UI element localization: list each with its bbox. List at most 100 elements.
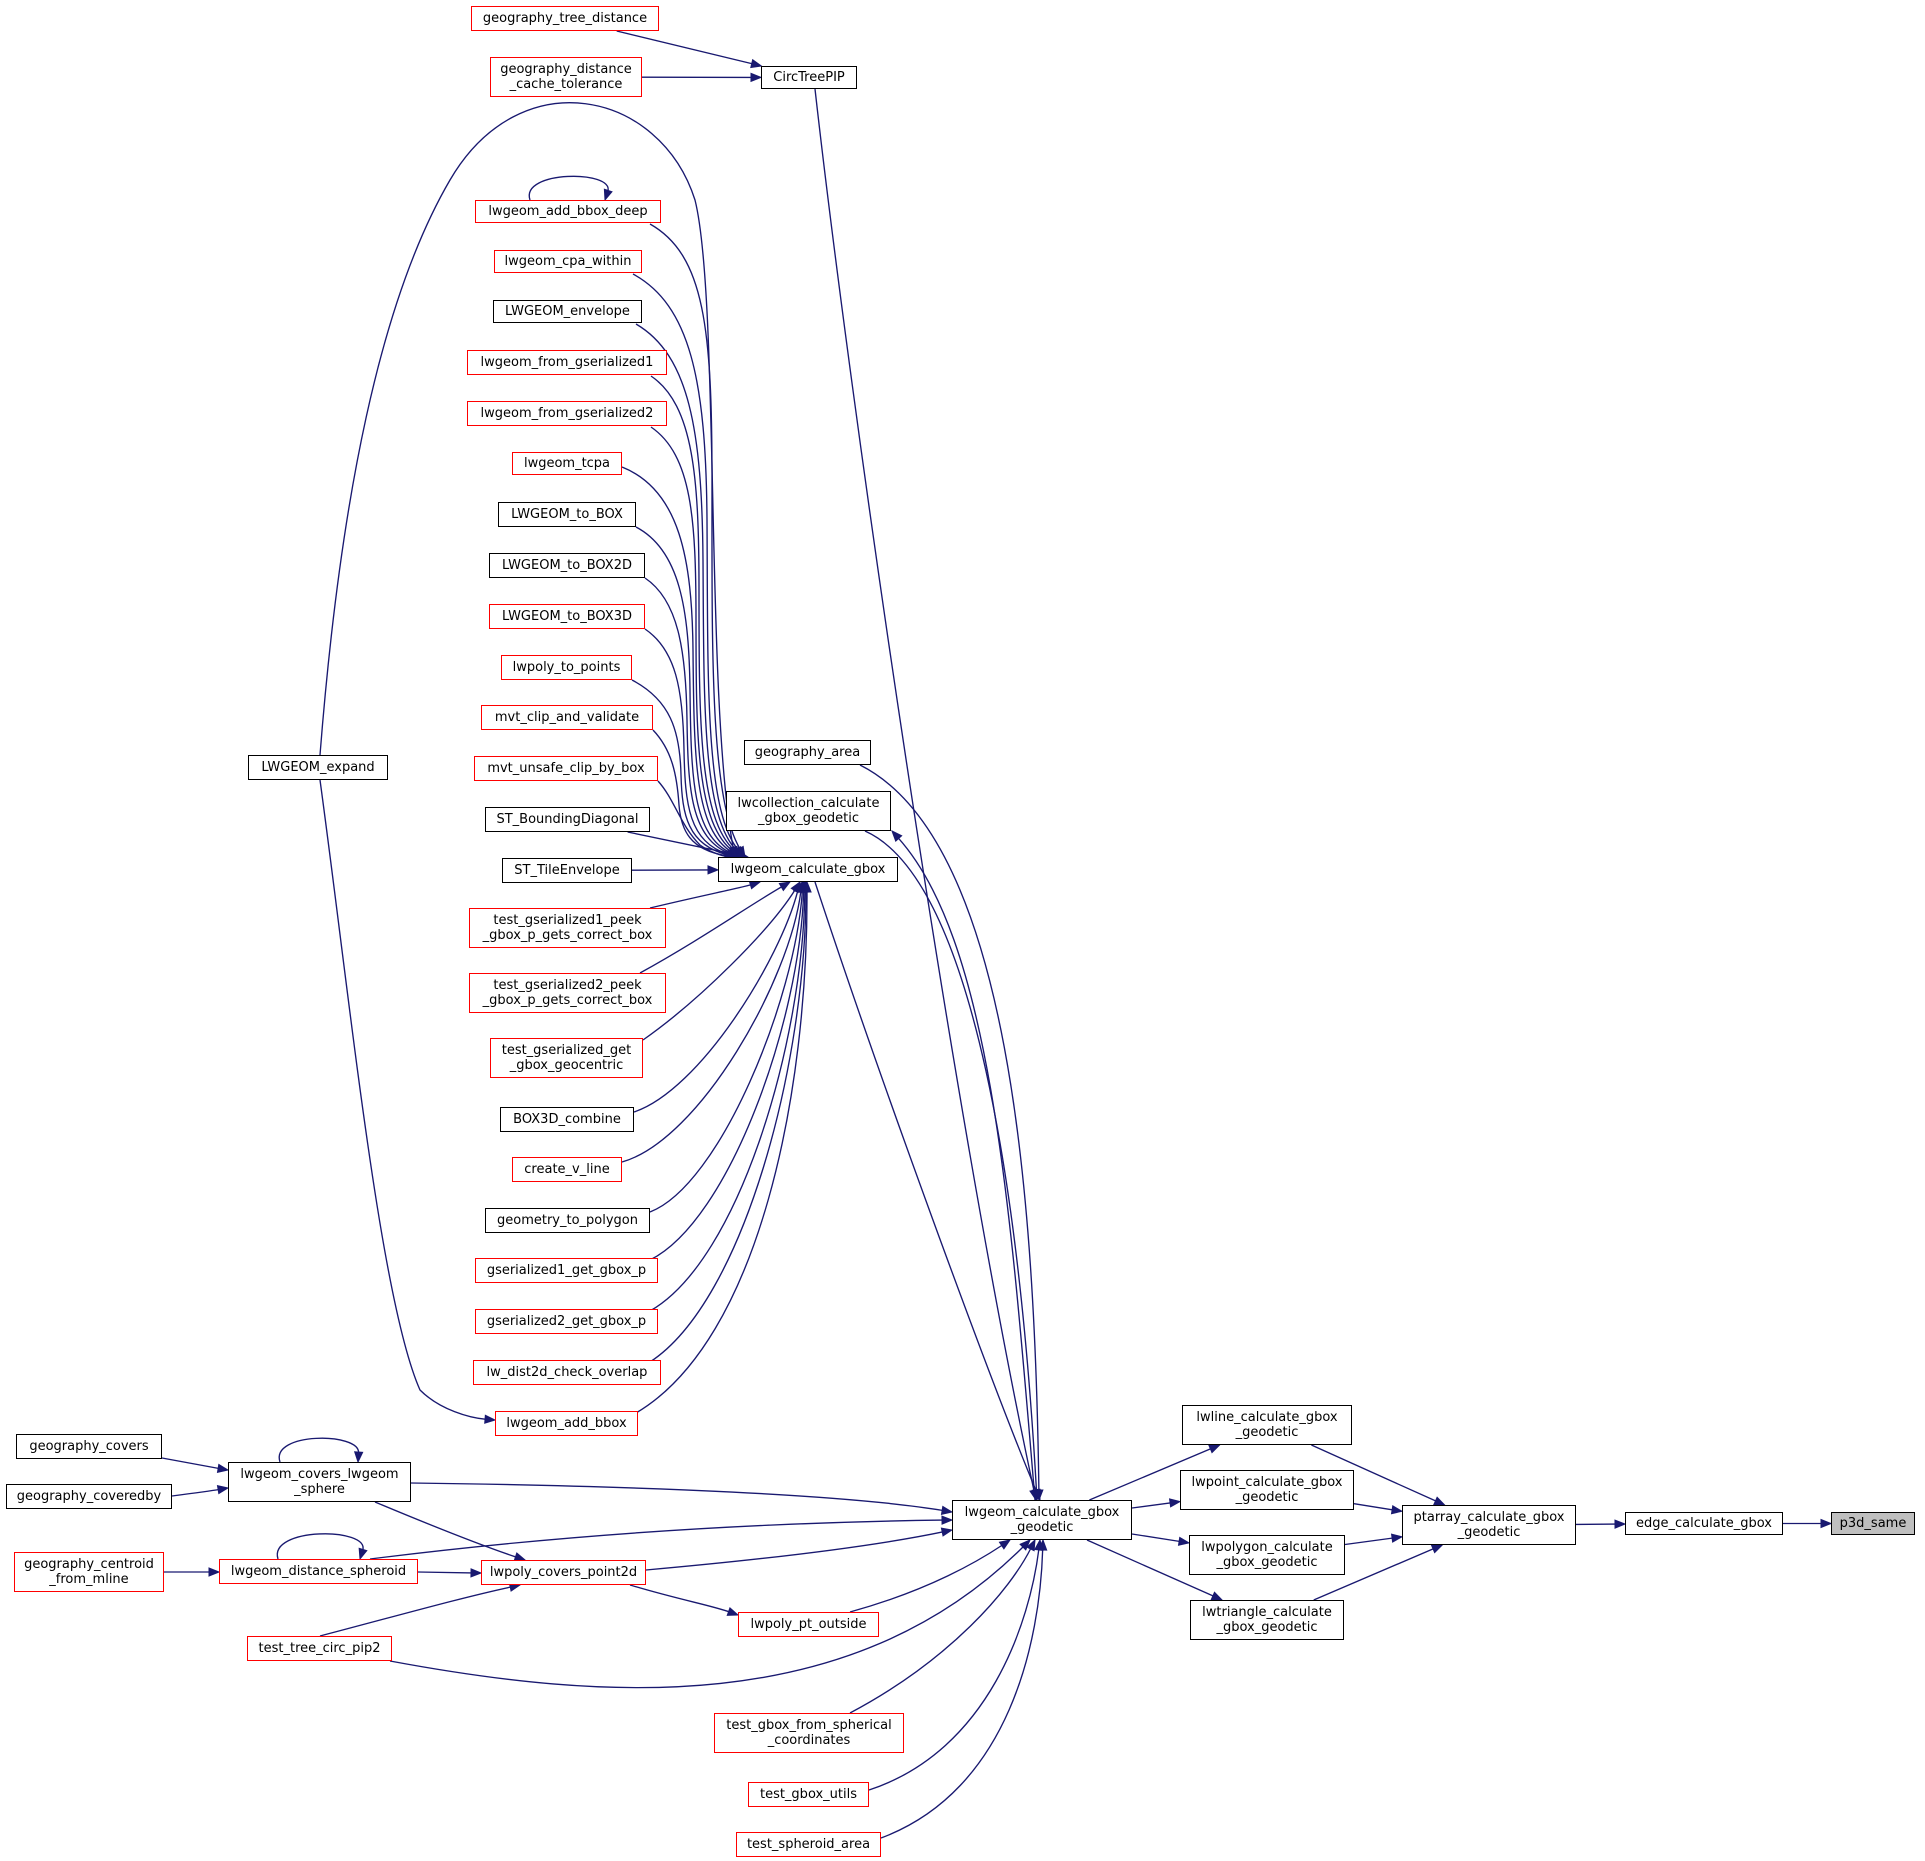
arrowhead-0 — [750, 58, 763, 69]
arrowhead-47 — [998, 1539, 1012, 1550]
arrowhead-32 — [891, 829, 903, 842]
node-lwgeom-from-gserialized2[interactable]: lwgeom_from_gserialized2 — [467, 401, 667, 426]
edge-test-spheroid-area-to-lwgeom-calculate-gbox-geodetic — [880, 1548, 1044, 1839]
node-gserialized2-get-gbox-p[interactable]: gserialized2_get_gbox_p — [475, 1309, 658, 1334]
edge-mvt-clip-and-validate-to-lwgeom-calculate-gbox — [652, 729, 727, 857]
arrowhead-28 — [728, 845, 738, 859]
edge-test-gserialized-get-to-lwgeom-calculate-gbox — [642, 889, 796, 1041]
edge-lwgeom-tcpa-to-lwgeom-calculate-gbox — [621, 466, 733, 853]
node-ptarray-calculate[interactable]: ptarray_calculate_gbox _geodetic — [1402, 1505, 1576, 1545]
node-mvt-unsafe-clip-by-box[interactable]: mvt_unsafe_clip_by_box — [474, 756, 658, 781]
node-test-gserialized-get[interactable]: test_gserialized_get _gbox_geocentric — [490, 1038, 643, 1078]
edge-lwgeom-from-gserialized1-to-lwgeom-calculate-gbox — [650, 375, 736, 852]
arrowhead-36 — [353, 1451, 364, 1464]
node-circtreepip[interactable]: CircTreePIP — [761, 66, 857, 89]
edge-test-tree-circ-pip2-to-lwpoly-covers-point2d — [319, 1586, 512, 1637]
arrowhead-46 — [726, 1607, 740, 1616]
node-test-gserialized1-peek[interactable]: test_gserialized1_peek _gbox_p_gets_corr… — [469, 908, 666, 948]
edge-lwpoint-calculate-to-ptarray-calculate — [1353, 1503, 1394, 1511]
node-lwpoly-covers-point2d[interactable]: lwpoly_covers_point2d — [481, 1560, 646, 1585]
edge-lwgeom-to-box-to-lwgeom-calculate-gbox — [635, 526, 732, 854]
node-lwgeom-envelope[interactable]: LWGEOM_envelope — [493, 300, 642, 323]
node-p3d-same: p3d_same — [1831, 1512, 1915, 1535]
edge-lwgeom-expand-to-lwgeom-calculate-gbox — [319, 102, 734, 849]
node-lwpoly-to-points[interactable]: lwpoly_to_points — [501, 655, 632, 680]
arrowhead-57 — [1390, 1533, 1404, 1543]
node-lwgeom-add-bbox-deep[interactable]: lwgeom_add_bbox_deep — [475, 200, 661, 223]
node-lwgeom-cpa-within[interactable]: lwgeom_cpa_within — [494, 250, 642, 273]
arrowhead-34 — [216, 1463, 230, 1473]
arrowhead-3 — [603, 188, 613, 202]
node-lwgeom-distance-spheroid[interactable]: lwgeom_distance_spheroid — [219, 1559, 418, 1584]
edge-test-gbox-utils-to-lwgeom-calculate-gbox-geodetic — [868, 1548, 1040, 1791]
node-lwgeom-to-box2d[interactable]: LWGEOM_to_BOX2D — [489, 553, 645, 578]
node-geography-centroid[interactable]: geography_centroid _from_mline — [14, 1552, 164, 1592]
node-lw-dist2d-check-overlap[interactable]: lw_dist2d_check_overlap — [473, 1360, 661, 1385]
node-st-boundingdiagonal[interactable]: ST_BoundingDiagonal — [485, 807, 650, 832]
node-lwgeom-to-box3d[interactable]: LWGEOM_to_BOX3D — [489, 604, 645, 629]
node-test-tree-circ-pip2[interactable]: test_tree_circ_pip2 — [247, 1636, 392, 1661]
edge-lwgeom-expand-to-lwgeom-add-bbox — [319, 779, 487, 1420]
arrowhead-37 — [940, 1505, 954, 1515]
edge-circtreepip-to-lwgeom-calculate-gbox-geodetic — [814, 88, 1035, 1492]
node-st-tileenvelope[interactable]: ST_TileEnvelope — [502, 858, 632, 883]
edge-lwtriangle-calculate-to-ptarray-calculate — [1313, 1547, 1435, 1601]
arrowhead-29 — [484, 1414, 497, 1424]
node-lwgeom-covers-lwgeom[interactable]: lwgeom_covers_lwgeom _sphere — [228, 1462, 411, 1502]
node-create-v-line[interactable]: create_v_line — [512, 1157, 622, 1182]
node-lwgeom-calculate-gbox[interactable]: lwgeom_calculate_gbox — [718, 857, 898, 882]
edge-lwgeom-covers-lwgeom-to-lwgeom-calculate-gbox-geodetic — [410, 1482, 944, 1512]
arrowhead-53 — [1177, 1536, 1191, 1546]
edge-lwgeom-add-bbox-to-lwgeom-calculate-gbox — [635, 890, 808, 1414]
edge-lwgeom-covers-lwgeom-to-lwgeom-covers-lwgeom — [278, 1437, 360, 1463]
arrowhead-59 — [1614, 1519, 1627, 1529]
edge-lwgeom-calculate-gbox-to-lwgeom-calculate-gbox-geodetic — [814, 881, 1038, 1492]
edge-geography-covers-to-lwgeom-covers-lwgeom — [161, 1457, 220, 1470]
node-test-gserialized2-peek[interactable]: test_gserialized2_peek _gbox_p_gets_corr… — [469, 973, 666, 1013]
arrowhead-40 — [358, 1547, 368, 1561]
arrowhead-48 — [1026, 1538, 1036, 1552]
node-geography-covers[interactable]: geography_covers — [16, 1434, 162, 1459]
node-lwgeom-from-gserialized1[interactable]: lwgeom_from_gserialized1 — [467, 350, 667, 375]
arrowhead-45 — [940, 1527, 954, 1537]
arrowhead-44 — [1019, 1539, 1031, 1551]
edge-lwgeom-calculate-gbox-geodetic-to-lwcollection-calculate — [897, 837, 1036, 1501]
node-lwgeom-expand[interactable]: LWGEOM_expand — [248, 755, 388, 780]
node-geography-tree-distance[interactable]: geography_tree_distance — [471, 6, 659, 31]
node-geometry-to-polygon[interactable]: geometry_to_polygon — [485, 1208, 650, 1233]
node-lwgeom-add-bbox[interactable]: lwgeom_add_bbox — [495, 1411, 638, 1436]
node-lwtriangle-calculate[interactable]: lwtriangle_calculate _gbox_geodetic — [1190, 1600, 1344, 1640]
arrowhead-58 — [1430, 1544, 1444, 1554]
node-lwpoly-pt-outside[interactable]: lwpoly_pt_outside — [738, 1612, 879, 1637]
node-lwgeom-calculate-gbox-geodetic[interactable]: lwgeom_calculate_gbox _geodetic — [952, 1500, 1132, 1540]
arrowhead-33 — [1031, 1488, 1041, 1502]
node-lwgeom-to-box[interactable]: LWGEOM_to_BOX — [498, 502, 636, 527]
node-gserialized1-get-gbox-p[interactable]: gserialized1_get_gbox_p — [475, 1258, 658, 1283]
node-lwpolygon-calculate[interactable]: lwpolygon_calculate _gbox_geodetic — [1189, 1535, 1345, 1575]
edge-lwgeom-add-bbox-deep-to-lwgeom-add-bbox-deep — [528, 175, 609, 201]
edge-lwline-calculate-to-ptarray-calculate — [1311, 1444, 1437, 1502]
edge-lwgeom-to-box3d-to-lwgeom-calculate-gbox — [644, 628, 729, 855]
node-test-spheroid-area[interactable]: test_spheroid_area — [736, 1832, 881, 1857]
node-test-gbox-utils[interactable]: test_gbox_utils — [748, 1782, 869, 1807]
node-lwline-calculate[interactable]: lwline_calculate_gbox _geodetic — [1182, 1405, 1352, 1445]
arrowhead-56 — [1390, 1504, 1404, 1515]
node-geography-coveredby[interactable]: geography_coveredby — [6, 1484, 172, 1509]
edge-lwpoly-covers-point2d-to-lwgeom-calculate-gbox-geodetic — [645, 1531, 944, 1571]
call-arrowheads — [208, 58, 1833, 1616]
node-test-gbox-from-spherical[interactable]: test_gbox_from_spherical _coordinates — [714, 1713, 904, 1753]
node-box3d-combine[interactable]: BOX3D_combine — [500, 1107, 634, 1132]
arrowhead-42 — [470, 1568, 483, 1578]
arrowhead-19 — [778, 881, 792, 892]
edge-test-tree-circ-pip2-to-lwgeom-calculate-gbox-geodetic — [389, 1545, 1025, 1689]
node-lwcollection-calculate[interactable]: lwcollection_calculate _gbox_geodetic — [726, 791, 891, 831]
node-geography-distance-cache-tolerance[interactable]: geography_distance _cache_tolerance — [490, 57, 642, 97]
edge-create-v-line-to-lwgeom-calculate-gbox — [621, 890, 802, 1163]
node-lwgeom-tcpa[interactable]: lwgeom_tcpa — [512, 452, 622, 475]
node-lwpoint-calculate[interactable]: lwpoint_calculate_gbox _geodetic — [1180, 1470, 1354, 1510]
edge-mvt-unsafe-clip-by-box-to-lwgeom-calculate-gbox — [657, 780, 727, 857]
node-mvt-clip-and-validate[interactable]: mvt_clip_and_validate — [481, 705, 653, 730]
node-geography-area[interactable]: geography_area — [744, 740, 871, 765]
arrowhead-27 — [802, 880, 812, 893]
node-edge-calculate-gbox[interactable]: edge_calculate_gbox — [1625, 1512, 1783, 1535]
